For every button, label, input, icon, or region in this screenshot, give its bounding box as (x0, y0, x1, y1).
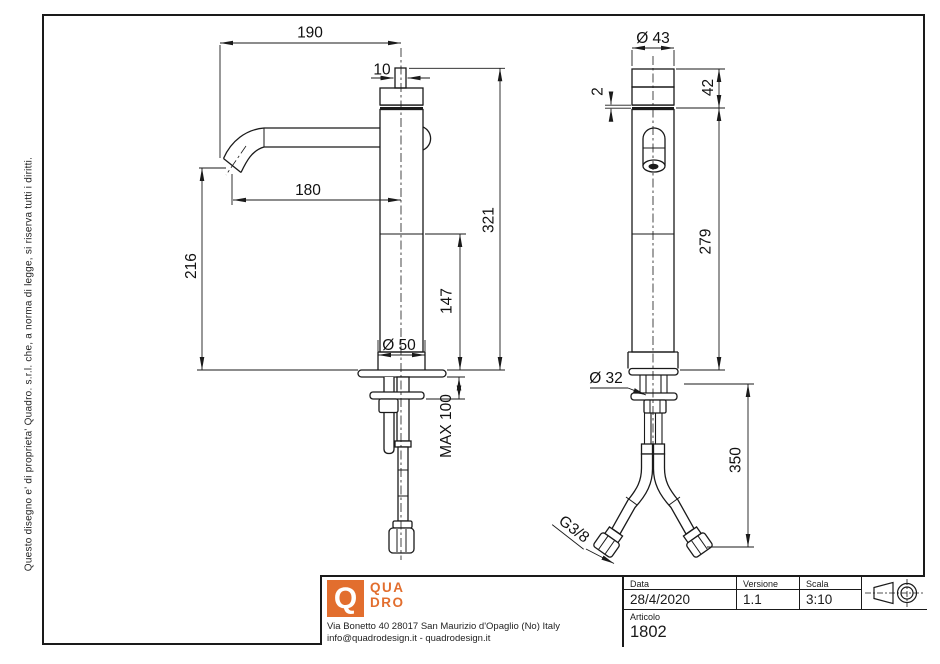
extension-lines (197, 45, 754, 548)
date-value: 28/4/2020 (630, 592, 691, 607)
version-cell: Versione 1.1 (737, 577, 800, 609)
dim-350: 350 (728, 447, 745, 473)
spout-back-bulge (422, 126, 432, 151)
dimension-lines (199, 40, 751, 564)
hose-fitting-left (640, 443, 654, 455)
quadro-logo-icon: Q (327, 580, 364, 617)
deck-flange (357, 369, 447, 378)
hose-connector-nut (388, 527, 415, 554)
flex-hose (397, 446, 409, 522)
logo-initial: Q (333, 581, 358, 615)
scale-value: 3:10 (806, 592, 833, 607)
spout-bend-outer (222, 127, 265, 159)
mounting-washer (369, 391, 425, 400)
address-line: Via Bonetto 40 28017 San Maurizio d'Opag… (327, 621, 560, 632)
hose-connector-right (682, 526, 713, 558)
hose-left (611, 453, 654, 535)
dim-2: 2 (590, 87, 607, 96)
projection-symbol-cell (862, 577, 927, 609)
front-view (593, 68, 713, 558)
side-view (222, 67, 447, 554)
mounting-nut-front (643, 399, 667, 414)
dim-216: 216 (183, 253, 200, 279)
version-label: Versione (737, 577, 799, 590)
dim-180: 180 (295, 182, 321, 199)
hose-ferrule (394, 440, 412, 448)
dim-321: 321 (481, 207, 498, 233)
mounting-washer-front (630, 392, 678, 401)
supply-tube (396, 376, 410, 442)
cap (379, 87, 424, 106)
dim-190: 190 (297, 25, 323, 42)
dim-dia50: Ø 50 (382, 337, 416, 354)
centerlines (225, 48, 654, 560)
article-cell: Articolo 1802 (624, 609, 927, 647)
scale-label: Scala (800, 577, 861, 590)
company-cell: Q QUA DRO Via Bonetto 40 28017 San Mauri… (322, 577, 624, 647)
body (379, 108, 424, 353)
dim-279: 279 (698, 229, 715, 255)
article-value: 1802 (630, 623, 667, 641)
hose-fitting-right (652, 443, 666, 455)
spout-outlet-hole (648, 163, 659, 170)
contacts-line: info@quadrodesign.it - quadrodesign.it (327, 632, 491, 644)
version-value: 1.1 (743, 592, 762, 607)
company-address: Via Bonetto 40 28017 San Maurizio d'Opag… (327, 621, 560, 644)
spout-bend-inner (240, 146, 265, 173)
deck-flange-front (628, 367, 679, 376)
logo-word-bottom: DRO (370, 595, 405, 610)
dim-dia32: Ø 32 (589, 370, 623, 387)
dim-max100: MAX 100 (438, 394, 455, 458)
logo-wordmark: QUA DRO (370, 580, 405, 610)
title-block: Q QUA DRO Via Bonetto 40 28017 San Mauri… (320, 575, 927, 647)
logo-word-top: QUA (370, 580, 405, 595)
dim-dia43: Ø 43 (636, 30, 670, 47)
dim-10: 10 (373, 62, 391, 79)
lever-pin (394, 67, 407, 89)
article-label: Articolo (630, 612, 661, 622)
scale-cell: Scala 3:10 (800, 577, 862, 609)
dim-147: 147 (439, 288, 456, 314)
date-label: Data (624, 577, 736, 590)
mounting-nut (378, 398, 399, 414)
first-angle-projection-icon (865, 579, 924, 607)
hose-right (652, 453, 695, 535)
hose-connector-ring (392, 520, 413, 529)
date-cell: Data 28/4/2020 (624, 577, 737, 609)
dim-42: 42 (700, 79, 717, 96)
threaded-rod (383, 377, 395, 455)
spout-front (642, 127, 666, 166)
hose-connector-left (593, 526, 624, 558)
